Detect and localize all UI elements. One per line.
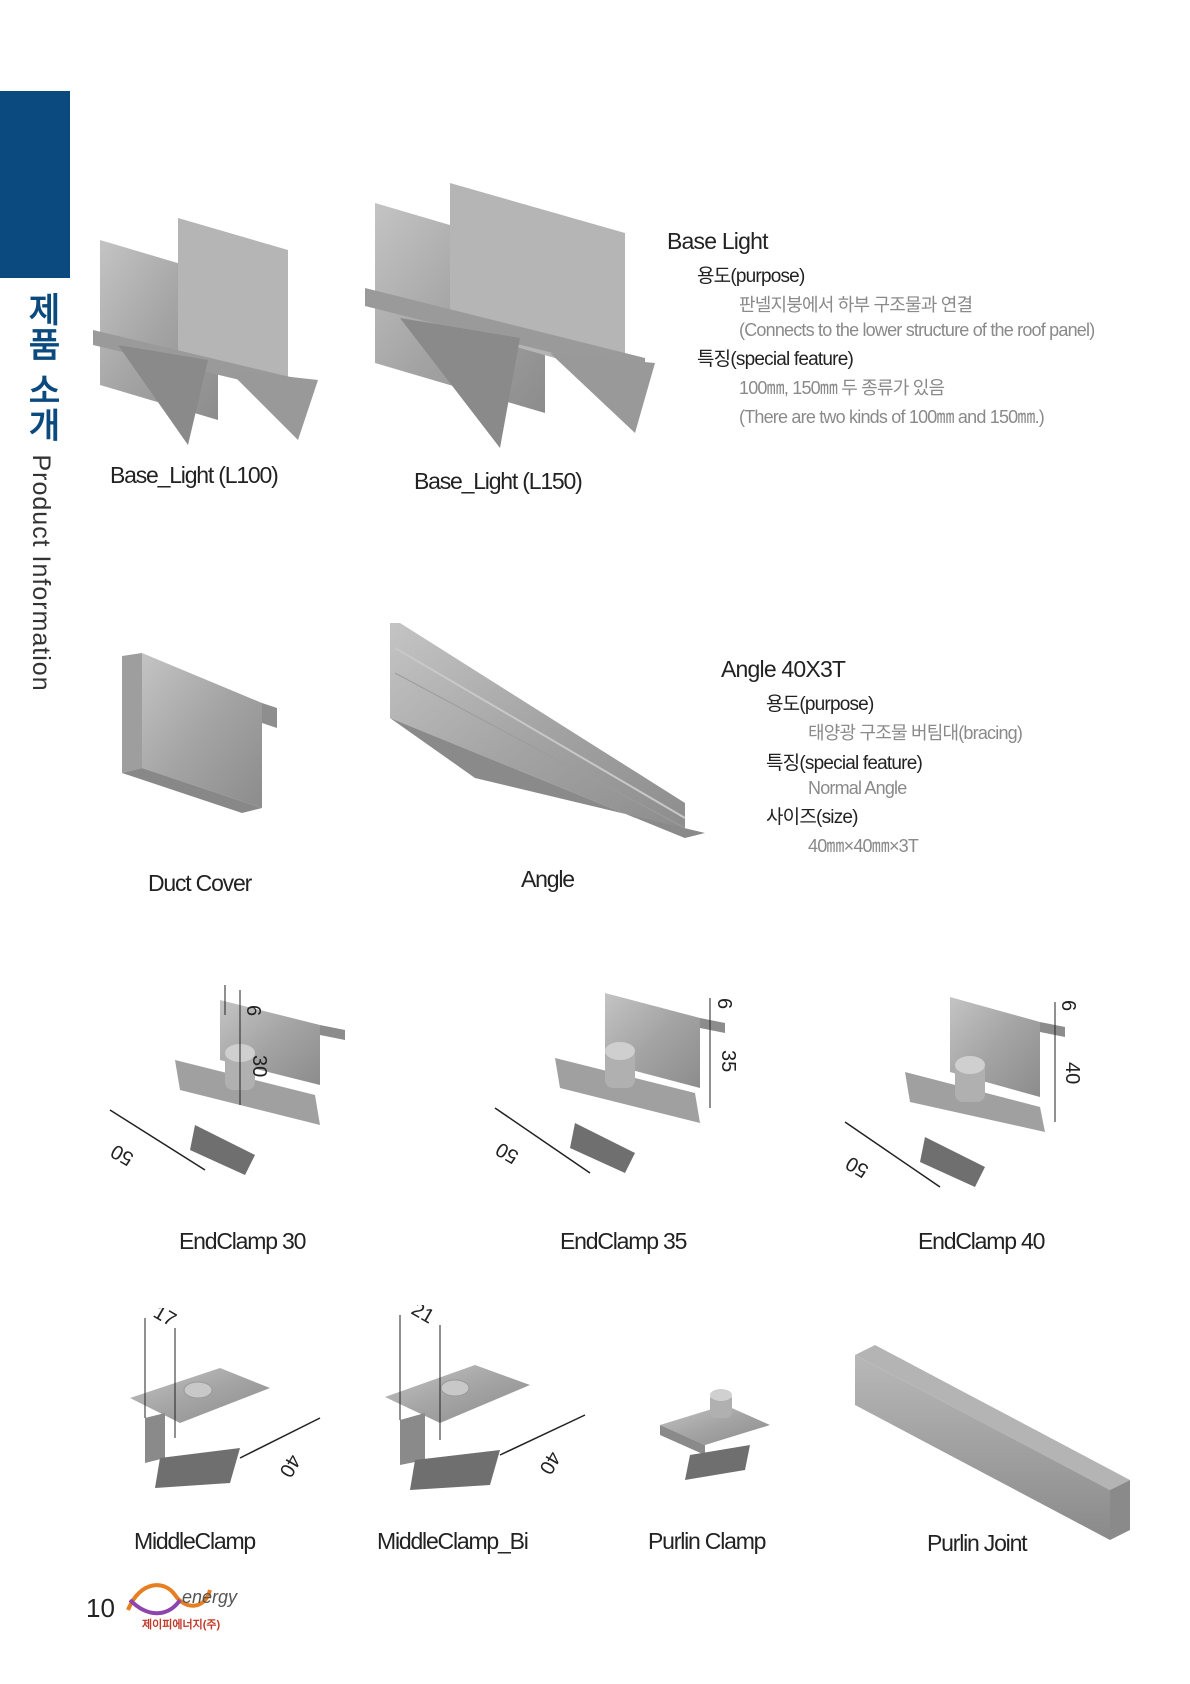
endclamp-35-dim-width: 50 — [492, 1138, 522, 1168]
purlin-clamp-image — [655, 1385, 780, 1495]
endclamp-40-dim-top: 6 — [1057, 1000, 1079, 1011]
caption-middleclamp-bi: MiddleClamp_Bi — [377, 1528, 529, 1554]
endclamp-40-image: 6 40 50 — [840, 982, 1140, 1202]
angle-purpose-label: 용도(purpose) — [766, 694, 874, 715]
endclamp-35-dim-height: 35 — [717, 1050, 739, 1072]
endclamp-30-image: 6 30 50 — [105, 985, 405, 1195]
angle-size: 40㎜×40㎜×3T — [808, 836, 919, 856]
sidebar-title-ko: 제품 소개 — [22, 292, 60, 443]
sidebar-color-block — [0, 91, 70, 278]
caption-endclamp-35: EndClamp 35 — [560, 1228, 687, 1254]
base-light-l100-image — [88, 210, 323, 460]
angle-feature: Normal Angle — [808, 778, 907, 798]
base-light-title: Base Light — [667, 228, 769, 254]
angle-image — [385, 618, 715, 848]
base-light-purpose-en: (Connects to the lower structure of the … — [739, 320, 1095, 340]
caption-middleclamp: MiddleClamp — [134, 1528, 256, 1554]
endclamp-35-dim-top: 6 — [713, 998, 735, 1009]
base-light-purpose-ko: 판넬지붕에서 하부 구조물과 연결 — [739, 295, 973, 315]
angle-spec: Angle 40X3T 용도(purpose) 태양광 구조물 버팀대(brac… — [721, 656, 1023, 861]
middleclamp-bi-dim-top: 21 — [408, 1305, 438, 1328]
angle-purpose: 태양광 구조물 버팀대(bracing) — [808, 723, 1023, 743]
base-light-spec: Base Light 용도(purpose) 판넬지붕에서 하부 구조물과 연결… — [667, 228, 1095, 432]
page-number: 10 — [86, 1593, 115, 1623]
endclamp-35-image: 6 35 50 — [490, 978, 790, 1193]
caption-endclamp-40: EndClamp 40 — [918, 1228, 1045, 1254]
angle-size-label: 사이즈(size) — [766, 807, 858, 828]
caption-purlin-clamp: Purlin Clamp — [648, 1528, 766, 1554]
middleclamp-bi-dim-width: 40 — [535, 1448, 565, 1478]
purlin-joint-image — [850, 1340, 1135, 1545]
angle-title: Angle 40X3T — [721, 656, 846, 682]
angle-feature-label: 특징(special feature) — [766, 753, 923, 774]
caption-angle: Angle — [521, 866, 575, 892]
middleclamp-bi-image: 21 40 — [380, 1305, 595, 1510]
endclamp-30-dim-top: 6 — [242, 1005, 264, 1016]
endclamp-40-dim-height: 40 — [1061, 1062, 1083, 1084]
caption-base-light-l150: Base_Light (L150) — [414, 468, 583, 494]
middleclamp-image: 17 40 — [120, 1308, 335, 1508]
logo-swirl-icon — [126, 1583, 212, 1616]
base-light-feature-en: (There are two kinds of 100㎜ and 150㎜.) — [739, 407, 1045, 427]
base-light-l150-image — [360, 178, 660, 468]
duct-cover-image — [112, 648, 282, 818]
company-logo: energy 제이피에너지(주) — [120, 1570, 260, 1631]
caption-endclamp-30: EndClamp 30 — [179, 1228, 306, 1254]
company-name-ko: 제이피에너지(주) — [142, 1619, 221, 1631]
sidebar-title-en: Product Information — [27, 454, 55, 692]
endclamp-40-dim-width: 50 — [842, 1152, 872, 1182]
middleclamp-dim-width: 40 — [275, 1451, 305, 1481]
endclamp-30-dim-width: 50 — [107, 1140, 137, 1170]
base-light-feature-ko: 100㎜, 150㎜ 두 종류가 있음 — [739, 378, 945, 398]
logo-text: energy — [182, 1587, 238, 1607]
caption-purlin-joint: Purlin Joint — [927, 1530, 1028, 1556]
caption-base-light-l100: Base_Light (L100) — [110, 462, 279, 488]
middleclamp-dim-top: 17 — [150, 1308, 180, 1331]
caption-duct-cover: Duct Cover — [148, 870, 252, 896]
sidebar-title: 제품 소개 Product Information — [6, 292, 66, 712]
base-light-purpose-label: 용도(purpose) — [697, 266, 805, 287]
endclamp-30-dim-height: 30 — [248, 1055, 270, 1077]
base-light-feature-label: 특징(special feature) — [697, 349, 854, 370]
